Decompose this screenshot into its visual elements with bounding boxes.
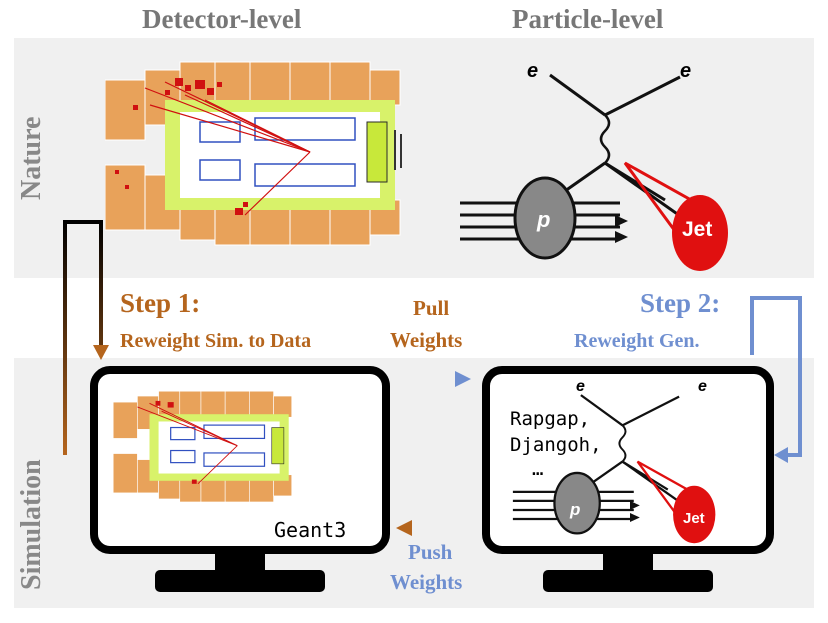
- simulator-label: Geant3: [274, 518, 347, 542]
- detector-level-header: Detector-level: [142, 4, 302, 34]
- sim-proton-label: p: [570, 500, 581, 519]
- electron-out-label: e: [680, 60, 692, 82]
- jet-label: Jet: [682, 218, 713, 241]
- step2-title: Step 2:: [640, 288, 721, 318]
- right-loop-arrow: [750, 296, 802, 457]
- detector-graphic: [105, 61, 402, 246]
- proton-label: p: [537, 207, 551, 232]
- generator-label-2: Djangoh,: [510, 434, 602, 456]
- generator-label-3: …: [532, 458, 544, 480]
- pull-label-line2: Weights: [390, 328, 463, 352]
- feynman-diagram-small: [512, 394, 716, 544]
- sim-electron-out-label: e: [698, 378, 707, 395]
- jet-ellipse: [672, 195, 728, 271]
- sim-jet-label: Jet: [683, 510, 705, 527]
- step2-subtitle: Reweight Gen.: [574, 330, 700, 352]
- particle-tracks: [144, 81, 311, 216]
- left-loop-arrow: [63, 220, 103, 455]
- generator-label-1: Rapgap,: [510, 408, 591, 430]
- particle-level-header: Particle-level: [512, 4, 664, 34]
- feynman-diagram: [460, 73, 728, 271]
- sim-electron-in-label: e: [576, 378, 585, 395]
- detector-graphic-small: [112, 390, 293, 503]
- push-label-line1: Push: [408, 540, 453, 564]
- energy-deposits: [115, 78, 248, 215]
- step1-title: Step 1:: [120, 288, 201, 318]
- push-label-line2: Weights: [390, 570, 463, 594]
- step1-subtitle: Reweight Sim. to Data: [120, 330, 312, 352]
- pull-label-line1: Pull: [413, 296, 450, 320]
- tracker: [165, 100, 402, 210]
- electron-in-label: e: [527, 60, 539, 82]
- proton-ellipse: [513, 176, 577, 260]
